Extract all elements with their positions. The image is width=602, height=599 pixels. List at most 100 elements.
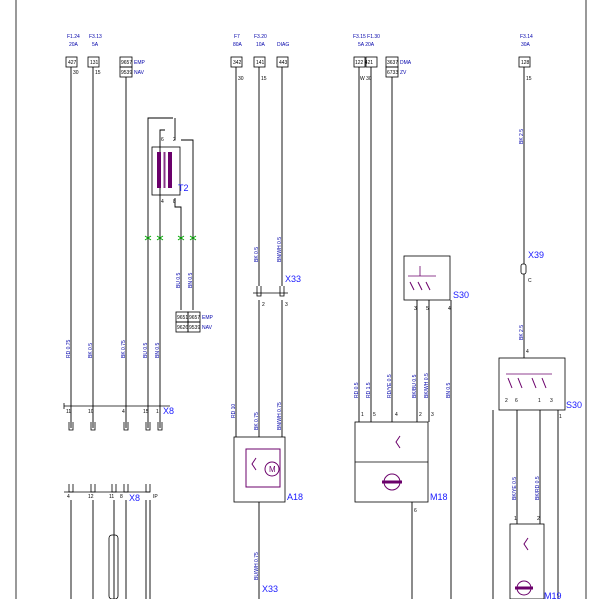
- svg-text:5: 5: [373, 412, 376, 418]
- svg-text:C: C: [528, 278, 532, 284]
- svg-text:9657: 9657: [121, 60, 132, 66]
- svg-text:6: 6: [161, 137, 164, 143]
- svg-text:BK 2.5: BK 2.5: [519, 129, 525, 144]
- transformer-t2: 6 2 4 8 T2: [151, 137, 189, 205]
- svg-text:M18: M18: [430, 492, 448, 502]
- svg-text:2: 2: [419, 412, 422, 418]
- svg-text:12: 12: [88, 494, 94, 500]
- switch-s30-upper: 3 5 4 S30: [403, 255, 469, 312]
- svg-text:131: 131: [90, 60, 99, 66]
- svg-text:RD 0.5: RD 0.5: [354, 382, 360, 398]
- svg-text:4: 4: [395, 412, 398, 418]
- switch-s30-lower: 4 2 6 1 3 1 S30: [498, 349, 582, 420]
- wire-labels-right-middle: RD 0.5 RD 1.5 RD/YE 0.5 BK/BU 0.5 BK/WH …: [354, 373, 452, 398]
- svg-text:BU/WH 0.75: BU/WH 0.75: [254, 552, 260, 580]
- svg-text:4: 4: [161, 199, 164, 205]
- svg-text:F3.15 F1.30: F3.15 F1.30: [353, 34, 380, 40]
- svg-text:4: 4: [122, 409, 125, 415]
- svg-text:10: 10: [88, 409, 94, 415]
- svg-text:ZV: ZV: [400, 70, 407, 76]
- svg-text:DIAG: DIAG: [277, 42, 289, 48]
- svg-text:11: 11: [66, 409, 71, 415]
- svg-text:1: 1: [156, 409, 159, 415]
- svg-text:BK 0.75: BK 0.75: [254, 412, 260, 430]
- svg-text:BK 2.5: BK 2.5: [519, 325, 525, 340]
- svg-text:T2: T2: [178, 183, 189, 193]
- connector-x39: X39 C: [520, 250, 544, 284]
- svg-text:IP: IP: [153, 494, 158, 500]
- wire-labels-left: RD 0.75 BK 0.5 BK 0.75 BU 0.5 BN 0.5 BU …: [66, 272, 194, 358]
- svg-text:30A: 30A: [521, 42, 531, 48]
- svg-text:BN 0.5: BN 0.5: [155, 342, 161, 358]
- connector-x8: 11 10 4 15 1 X8: [63, 403, 174, 431]
- svg-text:427: 427: [68, 60, 77, 66]
- svg-text:5A: 5A: [92, 42, 99, 48]
- fuse-f1-24: F1.24 20A 427 30: [65, 34, 80, 76]
- svg-text:BN 0.5: BN 0.5: [188, 272, 194, 288]
- svg-text:BK/BU 0.5: BK/BU 0.5: [412, 374, 418, 398]
- svg-text:3: 3: [550, 398, 553, 404]
- svg-text:BK/RD 0.5: BK/RD 0.5: [535, 476, 541, 500]
- svg-text:BN/WH 0.5: BN/WH 0.5: [277, 237, 283, 262]
- svg-text:BK 0.5: BK 0.5: [88, 343, 94, 358]
- box-emp-nav-top: 9657 9539 EMP NAV: [119, 56, 146, 78]
- component-m19: 1 2 M19: [509, 516, 562, 599]
- svg-text:5: 5: [426, 306, 429, 312]
- splice-marks: [144, 235, 197, 241]
- svg-text:6: 6: [414, 508, 417, 514]
- svg-text:2: 2: [262, 302, 265, 308]
- svg-text:RD 0.75: RD 0.75: [66, 339, 72, 358]
- component-m18: 1 5 4 2 3 6 M18: [354, 412, 448, 514]
- svg-text:9539: 9539: [121, 70, 132, 76]
- svg-text:S30: S30: [453, 290, 469, 300]
- svg-text:F3.13: F3.13: [89, 34, 102, 40]
- svg-text:BK 0.5: BK 0.5: [254, 247, 260, 262]
- svg-text:RD 10: RD 10: [231, 404, 237, 418]
- svg-text:S30: S30: [566, 400, 582, 410]
- connector-x8-lower: 4 12 11 8 IP X8: [64, 484, 158, 599]
- svg-text:EMP: EMP: [134, 60, 146, 66]
- svg-text:F3.20: F3.20: [254, 34, 267, 40]
- svg-text:3: 3: [431, 412, 434, 418]
- svg-text:15: 15: [95, 70, 101, 76]
- fuse-f3-15-f1-30: F3.15 F1.30 5A 20A 122 421 W 30: [353, 34, 380, 82]
- svg-text:EMP: EMP: [202, 315, 214, 321]
- svg-text:9651: 9651: [177, 315, 188, 321]
- component-a18: M A18: [233, 436, 303, 503]
- fuse-f3-14: F3.14 30A 128 15: [518, 34, 533, 82]
- box-diag: DIAG 443: [276, 42, 289, 68]
- svg-text:F3.14: F3.14: [520, 34, 533, 40]
- svg-text:80A: 80A: [233, 42, 243, 48]
- svg-text:9626: 9626: [177, 325, 188, 331]
- svg-text:2: 2: [537, 516, 540, 522]
- box-dma-zv: 3637 6733 DMA ZV: [385, 56, 412, 78]
- svg-text:9657: 9657: [189, 315, 200, 321]
- svg-text:6733: 6733: [387, 70, 398, 76]
- svg-text:F7: F7: [234, 34, 240, 40]
- svg-text:X33: X33: [285, 274, 301, 284]
- connector-x33: 2 3 X33: [253, 274, 301, 308]
- wire-labels-middle: RD 10 BK 0.75 BN/WH 0.75 BK 0.5 BN/WH 0.…: [231, 237, 283, 580]
- svg-text:NAV: NAV: [134, 70, 145, 76]
- svg-text:NAV: NAV: [202, 325, 213, 331]
- svg-text:10A: 10A: [256, 42, 266, 48]
- svg-text:2: 2: [173, 137, 176, 143]
- svg-text:RD/YE 0.5: RD/YE 0.5: [387, 374, 393, 398]
- svg-text:BU 0.5: BU 0.5: [143, 342, 149, 358]
- svg-text:30: 30: [73, 70, 79, 76]
- svg-text:X33: X33: [262, 584, 278, 594]
- svg-text:BK/WH 0.5: BK/WH 0.5: [424, 373, 430, 398]
- svg-text:4: 4: [67, 494, 70, 500]
- svg-text:8: 8: [173, 199, 176, 205]
- svg-text:141: 141: [256, 60, 265, 66]
- svg-text:A18: A18: [287, 492, 303, 502]
- svg-text:8: 8: [120, 494, 123, 500]
- svg-text:F1.24: F1.24: [67, 34, 80, 40]
- svg-text:3637: 3637: [387, 60, 398, 66]
- svg-text:BN 0.5: BN 0.5: [446, 382, 452, 398]
- svg-text:W 30: W 30: [360, 76, 372, 82]
- box-emp-nav-bottom: 9651 9657 9626 9539 EMP NAV: [175, 311, 214, 333]
- svg-text:1: 1: [538, 398, 541, 404]
- svg-text:15: 15: [143, 409, 149, 415]
